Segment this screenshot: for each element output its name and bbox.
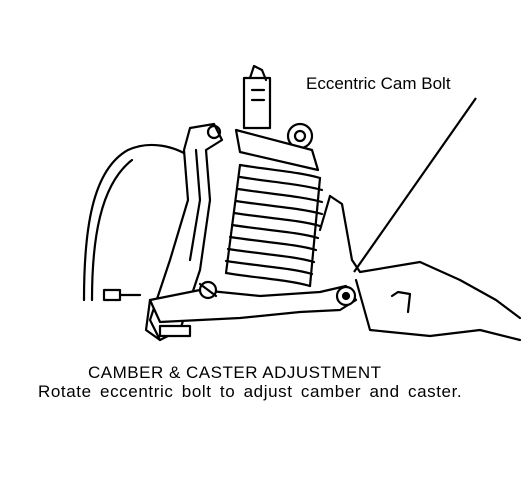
upper-spring-seat <box>234 128 320 172</box>
coil-spring <box>224 163 324 288</box>
callout-leader-line <box>353 97 477 273</box>
wheel-stud <box>102 288 122 302</box>
diagram-caption: Rotate eccentric bolt to adjust camber a… <box>38 382 463 401</box>
tire-outline <box>82 143 194 302</box>
diagram-heading: CAMBER & CASTER ADJUSTMENT <box>88 363 382 382</box>
callout-label: Eccentric Cam Bolt <box>306 74 451 93</box>
frame-member <box>328 194 522 320</box>
shock-rod <box>242 76 272 130</box>
